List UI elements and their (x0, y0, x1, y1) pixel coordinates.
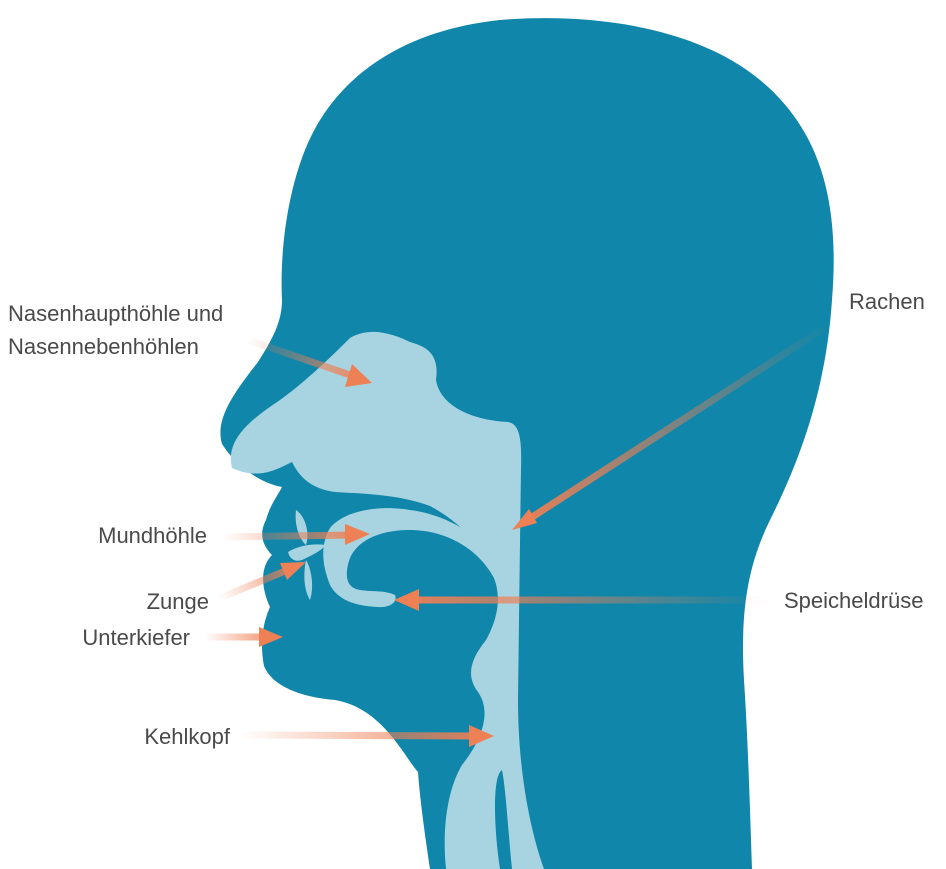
label-salivary: Speicheldrüse (784, 588, 923, 613)
label-nose-line1: Nasenhaupthöhle und (8, 301, 223, 326)
label-pharynx: Rachen (849, 289, 925, 314)
label-mouth: Mundhöhle (98, 523, 207, 548)
label-nose-line2: Nasennebenhöhlen (8, 334, 199, 359)
label-tongue: Zunge (147, 589, 209, 614)
label-jaw: Unterkiefer (82, 625, 190, 650)
label-larynx: Kehlkopf (144, 724, 231, 749)
